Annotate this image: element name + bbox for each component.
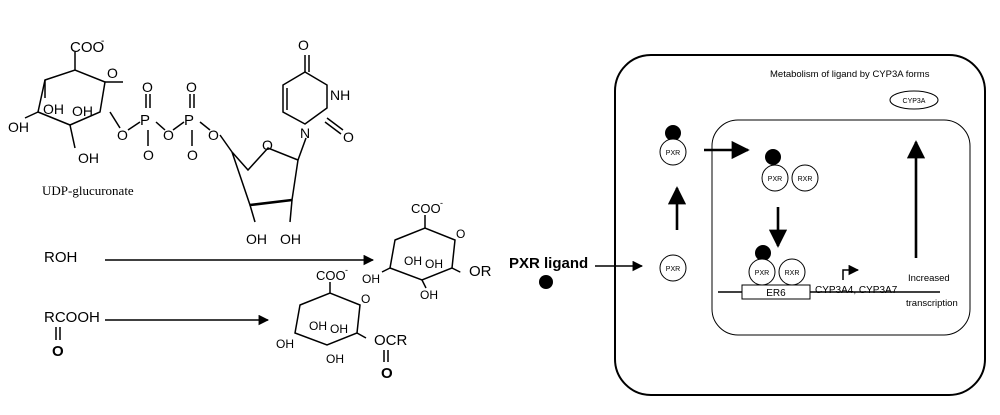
udp-uracil-nh: NH [330, 87, 350, 103]
genes-label: CYP3A4, CYP3A7 [815, 285, 898, 296]
udp-oh-1: OH [43, 101, 64, 117]
rxr-nuc [791, 164, 819, 192]
er6-box [741, 284, 811, 300]
pxr-free-label: PXR [666, 266, 680, 273]
pxr-free [659, 254, 687, 282]
rxr-dna-label: RXR [785, 270, 800, 277]
rcooh-o-label: O [52, 343, 64, 360]
ligand-dot-dna [755, 245, 771, 261]
ligand-dot-nuc [765, 149, 781, 165]
p2-oh-a: OH [309, 319, 327, 333]
udp-link-o-3: O [208, 127, 219, 143]
udp-oh-5: OH [246, 231, 267, 247]
udp-uracil-n: N [300, 125, 310, 141]
p1-ring-o: O [456, 227, 465, 241]
udp-oh-4: OH [78, 150, 99, 166]
p1-oh-c: OH [362, 272, 380, 286]
udp-p2-o-top: O [186, 79, 197, 95]
rcooh-label: RCOOH [44, 309, 100, 326]
product-ether-glucuronide: COO - O OH OH OH OH · OR [362, 198, 492, 302]
udp-ring-o: O [107, 65, 118, 81]
ligand-dot-cyto [665, 125, 681, 141]
cyp3a-label: CYP3A [903, 98, 926, 105]
cell: Metabolism of ligand by CYP3A forms CYP3… [614, 54, 986, 396]
udp-oh-6: OH [280, 231, 301, 247]
transcription-label: transcription [906, 298, 958, 309]
p1-coo: COO [411, 201, 441, 216]
p2-carbonyl-o: O [381, 365, 393, 382]
p2-ring-o: O [361, 292, 370, 306]
udp-p1-o-top: O [142, 79, 153, 95]
p2-coo: COO [316, 268, 346, 283]
cyp3a-ellipse [889, 90, 939, 110]
udp-p-2: P [184, 112, 194, 129]
ligand-dot [539, 275, 553, 289]
nucleus [711, 119, 971, 336]
p1-oh-d: OH [420, 288, 438, 302]
udp-ribose-o: O [262, 137, 273, 153]
p2-ocr: OCR [374, 332, 408, 349]
p1-coo-charge: - [440, 198, 443, 208]
p2-oh-d: OH [326, 352, 344, 366]
udp-p1-o-bot: O [143, 147, 154, 163]
pxr-bound-cyto-label: PXR [666, 150, 680, 157]
cell-title: Metabolism of ligand by CYP3A forms [770, 69, 930, 80]
udp-link-o-2: O [163, 127, 174, 143]
udp-p-1: P [140, 112, 150, 129]
p1-dash: · [458, 266, 462, 278]
pxr-ligand-label: PXR ligand [509, 255, 588, 272]
p1-oh-b: OH [425, 257, 443, 271]
increased-label: Increased [908, 273, 950, 284]
udp-oh-2: OH [72, 103, 93, 119]
udp-glucuronate-structure: COO - O OH OH OH OH O P O O O P O O O O [8, 36, 354, 247]
udp-uracil-o-top: O [298, 37, 309, 53]
p1-oh-a: OH [404, 254, 422, 268]
udp-oh-3: OH [8, 119, 29, 135]
p2-oh-b: OH [330, 322, 348, 336]
pxr-nuc [761, 164, 789, 192]
udp-p2-o-bot: O [187, 147, 198, 163]
product-ester-glucuronide: COO - O OH OH OH OH OCR O [276, 265, 408, 382]
roh-label: ROH [44, 249, 77, 266]
p2-coo-charge: - [345, 265, 348, 275]
udp-coo: COO [70, 39, 104, 56]
p1-or: OR [469, 263, 492, 280]
er6-label: ER6 [766, 288, 786, 299]
p2-oh-c: OH [276, 337, 294, 351]
udp-link-o-1: O [117, 127, 128, 143]
rxr-nuc-label: RXR [798, 176, 813, 183]
pxr-dna-label: PXR [755, 270, 769, 277]
udp-glucuronate-label: UDP-glucuronate [42, 183, 134, 198]
udp-uracil-o-right: O [343, 129, 354, 145]
pxr-nuc-label: PXR [768, 176, 782, 183]
transcription-start-arrow [842, 264, 860, 280]
cell-membrane [614, 54, 986, 396]
pxr-bound-cyto [659, 138, 687, 166]
udp-coo-charge: - [101, 36, 104, 47]
